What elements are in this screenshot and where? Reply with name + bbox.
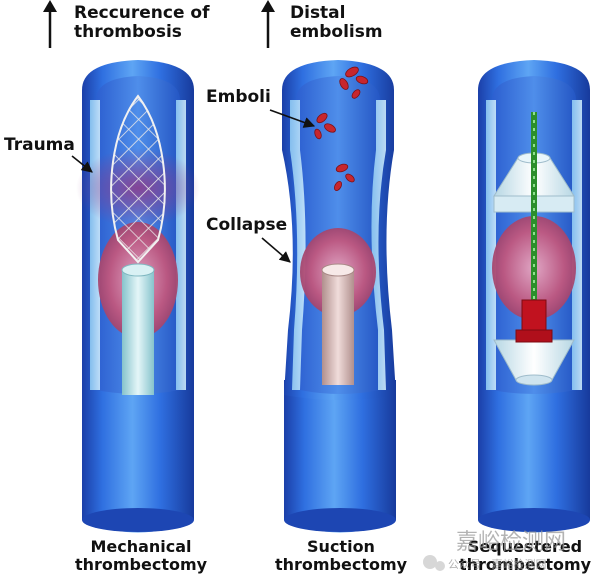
label-trauma: Trauma [4, 135, 75, 155]
vessel-sequestered [478, 60, 590, 533]
vessel-mechanical [76, 60, 200, 533]
caption-mechanical-line2: thrombectomy [74, 554, 208, 574]
emboli-pointer [269, 109, 316, 128]
label-distal-line1: Distal [290, 3, 346, 23]
label-recurrence-line2: thrombosis [74, 22, 182, 43]
label-recurrence-line1: Reccurence of [74, 3, 210, 23]
caption-mechanical-line1: Mechanical [90, 537, 192, 556]
caption-sequestered: Sequestered thrombectomy [450, 538, 600, 574]
caption-sequestered-line2: thrombectomy [458, 554, 592, 574]
vessel-suction [282, 60, 396, 533]
caption-sequestered-line1: Sequestered [467, 537, 583, 556]
label-recurrence: Reccurence of thrombosis [74, 3, 210, 43]
watermark-subtitle: 公众号 · 嘉峪检测网 [448, 558, 547, 571]
label-distal-embolism: Distal embolism [290, 3, 383, 43]
watermark-title: 嘉峪检测网 [456, 530, 567, 555]
trauma-pointer [71, 155, 93, 173]
collapse-pointer [261, 237, 291, 263]
arrow-recurrence [43, 0, 57, 48]
label-distal-line2: embolism [290, 22, 383, 43]
watermark-logo [423, 555, 445, 571]
caption-mechanical: Mechanical thrombectomy [56, 538, 226, 574]
emboli-cells [314, 66, 369, 191]
caption-suction: Suction thrombectomy [256, 538, 426, 574]
caption-suction-line2: thrombectomy [274, 554, 408, 574]
label-emboli: Emboli [206, 87, 271, 107]
label-collapse: Collapse [206, 215, 288, 235]
arrow-distal-embolism [261, 0, 275, 48]
caption-suction-line1: Suction [307, 537, 375, 556]
